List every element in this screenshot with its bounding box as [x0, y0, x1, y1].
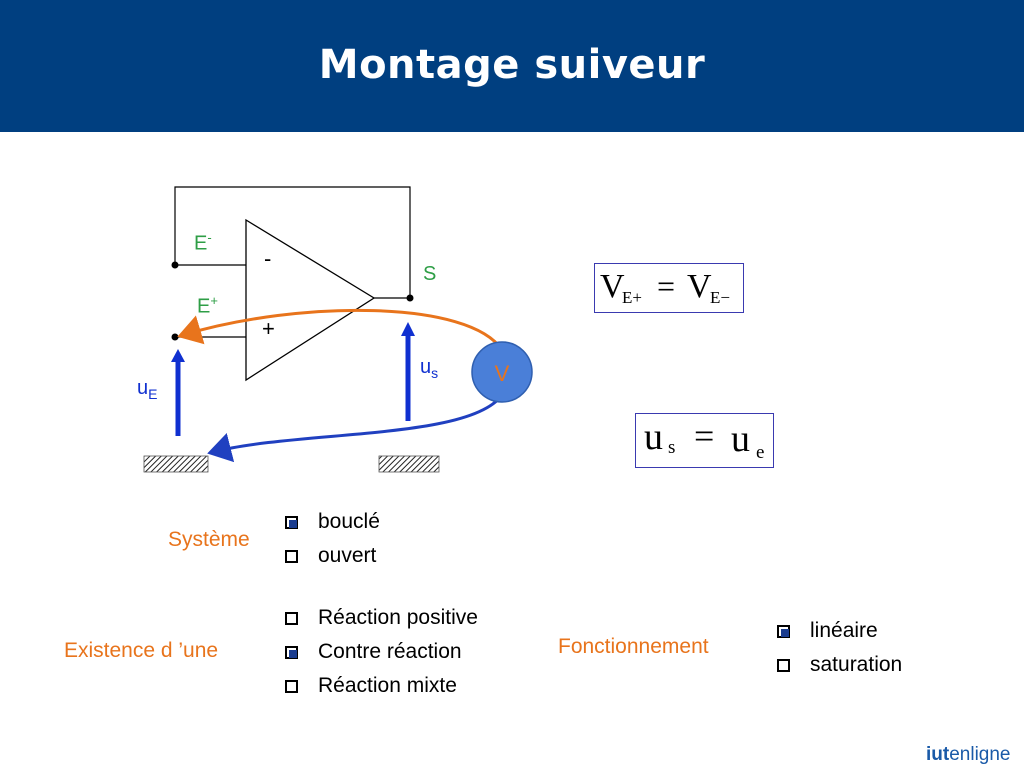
e-minus-label: E- — [194, 230, 212, 255]
unchecked-checkbox-icon[interactable] — [285, 679, 298, 693]
e-plus-terminal — [171, 333, 179, 341]
header-banner — [0, 0, 1024, 132]
fonctionnement-option-lineaire[interactable]: linéaire — [777, 619, 878, 643]
fonctionnement-label: Fonctionnement — [558, 635, 709, 658]
output-terminal — [406, 294, 414, 302]
existence-option-reaction-positive[interactable]: Réaction positive — [285, 606, 478, 630]
existence-label: Existence d ’une — [64, 639, 219, 662]
unchecked-checkbox-icon[interactable] — [777, 658, 790, 672]
ground-left — [143, 455, 209, 473]
voltmeter-circle — [471, 341, 533, 403]
iutenligne-logo: iutenligne — [926, 744, 1011, 765]
ue-arrowhead — [171, 349, 185, 362]
measurement-arrow-blue — [207, 394, 504, 463]
non-inverting-sign: + — [262, 316, 275, 341]
e-plus-label: E+ — [197, 293, 218, 318]
feedback-wire — [174, 186, 411, 298]
systeme-option-ouvert[interactable]: ouvert — [285, 544, 376, 568]
op-amp-triangle — [245, 218, 376, 382]
e-minus-terminal — [171, 261, 179, 269]
formula-output-equality: u s = u e — [635, 413, 774, 468]
checked-checkbox-icon[interactable] — [777, 624, 790, 638]
voltmeter-label: V — [495, 361, 510, 386]
option-label: saturation — [810, 653, 903, 676]
systeme-label: Système — [168, 528, 250, 551]
checked-checkbox-icon[interactable] — [285, 515, 298, 529]
option-label: ouvert — [318, 544, 377, 567]
option-label: Contre réaction — [318, 640, 462, 663]
option-label: linéaire — [810, 619, 878, 642]
fonctionnement-option-saturation[interactable]: saturation — [777, 653, 902, 677]
page-title: Montage suiveur — [318, 42, 706, 88]
ground-right — [378, 455, 440, 473]
option-label: Réaction positive — [318, 606, 478, 629]
ue-label: uE — [137, 377, 158, 402]
systeme-option-boucle[interactable]: bouclé — [285, 510, 380, 534]
inverting-sign: - — [264, 246, 272, 271]
checked-checkbox-icon[interactable] — [285, 645, 298, 659]
option-label: bouclé — [318, 510, 380, 533]
option-label: Réaction mixte — [318, 674, 457, 697]
existence-option-reaction-mixte[interactable]: Réaction mixte — [285, 674, 457, 698]
unchecked-checkbox-icon[interactable] — [285, 611, 298, 625]
us-arrowhead — [401, 322, 415, 336]
us-label: us — [420, 356, 439, 381]
existence-option-contre-reaction[interactable]: Contre réaction — [285, 640, 462, 664]
output-label: S — [423, 263, 437, 285]
formula-input-equality: V E+ = V E− — [594, 263, 744, 313]
unchecked-checkbox-icon[interactable] — [285, 549, 298, 563]
measurement-arrow-orange — [177, 308, 504, 351]
